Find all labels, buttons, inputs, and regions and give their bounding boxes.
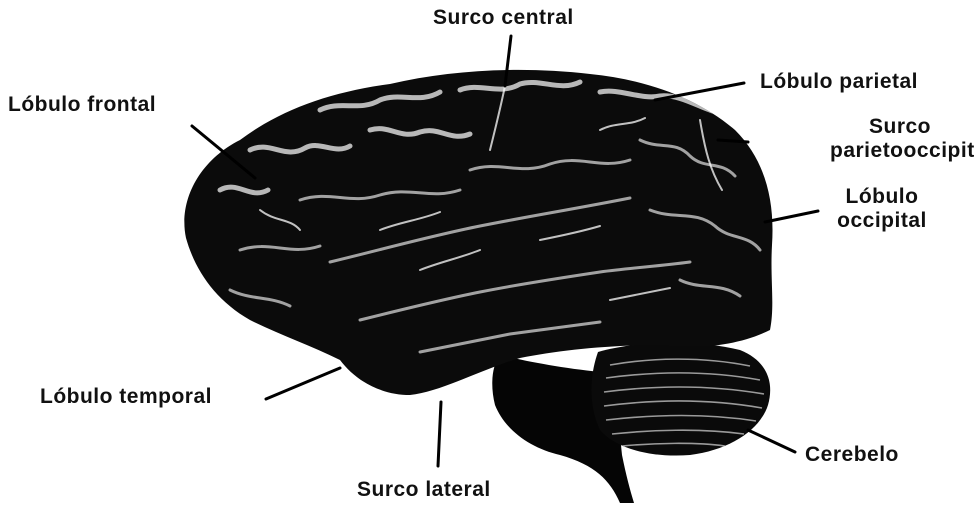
label-cerebelo: Cerebelo <box>805 443 899 467</box>
label-lobulo-occipital-line2: occipital <box>822 209 942 233</box>
label-lobulo-parietal: Lóbulo parietal <box>760 70 918 94</box>
label-surco-lateral: Surco lateral <box>357 478 491 502</box>
label-lobulo-occipital: Lóbulo occipital <box>822 185 942 233</box>
label-surco-central: Surco central <box>433 6 574 30</box>
leader-surco-parietooccipital <box>718 140 748 142</box>
label-surco-parietooccipital-line1: Surco <box>830 115 970 139</box>
cerebrum-shape <box>184 70 772 395</box>
leader-lobulo-parietal <box>655 83 744 100</box>
label-surco-parietooccipital-line2: parietooccipital <box>830 139 970 163</box>
label-lobulo-frontal: Lóbulo frontal <box>8 93 156 117</box>
label-lobulo-occipital-line1: Lóbulo <box>822 185 942 209</box>
leader-surco-lateral <box>438 402 441 466</box>
label-surco-parietooccipital: Surco parietooccipital <box>830 115 970 163</box>
leader-lobulo-temporal <box>266 368 340 399</box>
leader-lobulo-occipital <box>765 211 818 222</box>
leader-cerebelo <box>748 430 795 452</box>
label-lobulo-temporal: Lóbulo temporal <box>40 385 212 409</box>
